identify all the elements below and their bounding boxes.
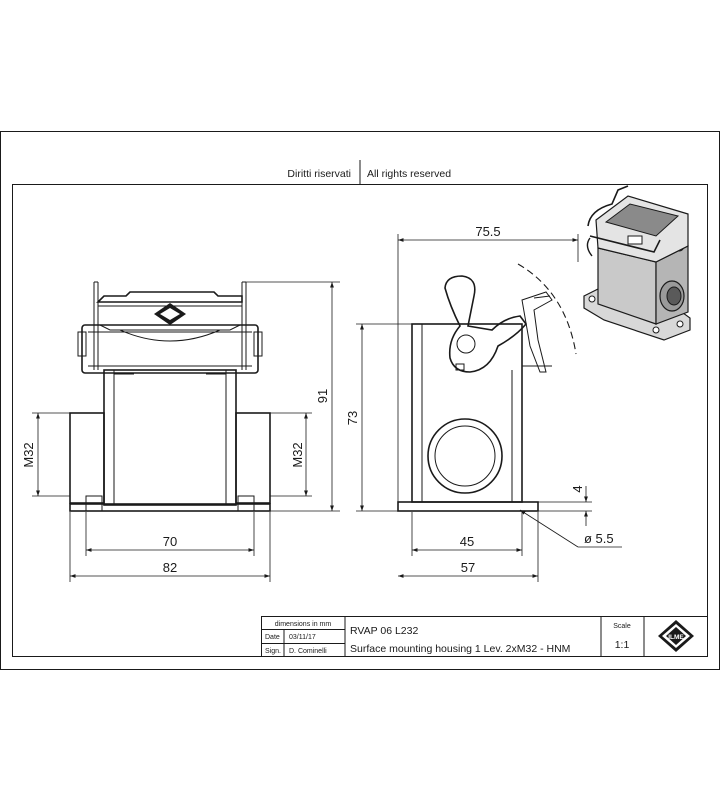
dim-hole-diameter: ø 5.5 xyxy=(584,531,614,546)
side-locking-lever xyxy=(444,275,528,373)
front-gland-right xyxy=(235,412,271,504)
sign-label: Sign. xyxy=(265,648,281,655)
dim-width-inner: 70 xyxy=(163,534,177,549)
rights-italian: Diritti riservati xyxy=(287,168,351,180)
units-note: dimensions in mm xyxy=(275,621,332,628)
lever-swing-arc xyxy=(517,263,577,355)
side-latch xyxy=(521,291,553,373)
dim-base-thickness: 4 xyxy=(570,485,585,492)
side-housing-body xyxy=(411,323,523,503)
side-base-plate xyxy=(397,501,539,512)
front-logo-badge xyxy=(154,303,186,325)
dim-height-side: 73 xyxy=(345,411,360,425)
side-gland-inner xyxy=(434,425,496,487)
part-description: Surface mounting housing 1 Lev. 2xM32 - … xyxy=(350,643,570,655)
side-view xyxy=(397,263,577,512)
dim-height-front: 91 xyxy=(315,389,330,403)
ilme-logo-icon: ILME xyxy=(658,620,694,652)
dim-thread-left: M32 xyxy=(21,442,36,467)
logo-lettering: ILME xyxy=(668,634,684,641)
front-view xyxy=(69,281,271,512)
lever-pivot-left xyxy=(77,331,87,357)
dim-width-top: 75.5 xyxy=(475,224,500,239)
scale-label: Scale xyxy=(613,623,631,630)
front-top-cover xyxy=(96,291,243,303)
dim-width-outer-side: 57 xyxy=(461,560,475,575)
rights-english: All rights reserved xyxy=(367,168,451,180)
scale-value: 1:1 xyxy=(615,639,630,651)
dim-width-outer: 82 xyxy=(163,560,177,575)
date-value: 03/11/17 xyxy=(289,634,316,641)
sign-value: D. Cominelli xyxy=(289,648,327,655)
lever-pivot xyxy=(456,334,476,354)
front-dimensions: 70 82 91 M32 M32 xyxy=(21,281,340,582)
front-foot-left xyxy=(85,495,103,512)
part-code: RVAP 06 L232 xyxy=(350,625,418,637)
side-gland-outer xyxy=(427,418,503,494)
side-dimensions: 75.5 73 4 ø 5.5 45 57 xyxy=(345,224,622,582)
lever-pivot-right xyxy=(253,331,263,357)
date-label: Date xyxy=(265,634,280,641)
isometric-view xyxy=(583,185,691,341)
front-housing-body xyxy=(103,369,237,506)
front-gland-left xyxy=(69,412,105,504)
title-block: dimensions in mm Date 03/11/17 Sign. D. … xyxy=(261,616,708,657)
dim-thread-right: M32 xyxy=(290,442,305,467)
front-base-plate xyxy=(69,503,271,512)
dim-width-inner-side: 45 xyxy=(460,534,474,549)
front-foot-right xyxy=(237,495,255,512)
